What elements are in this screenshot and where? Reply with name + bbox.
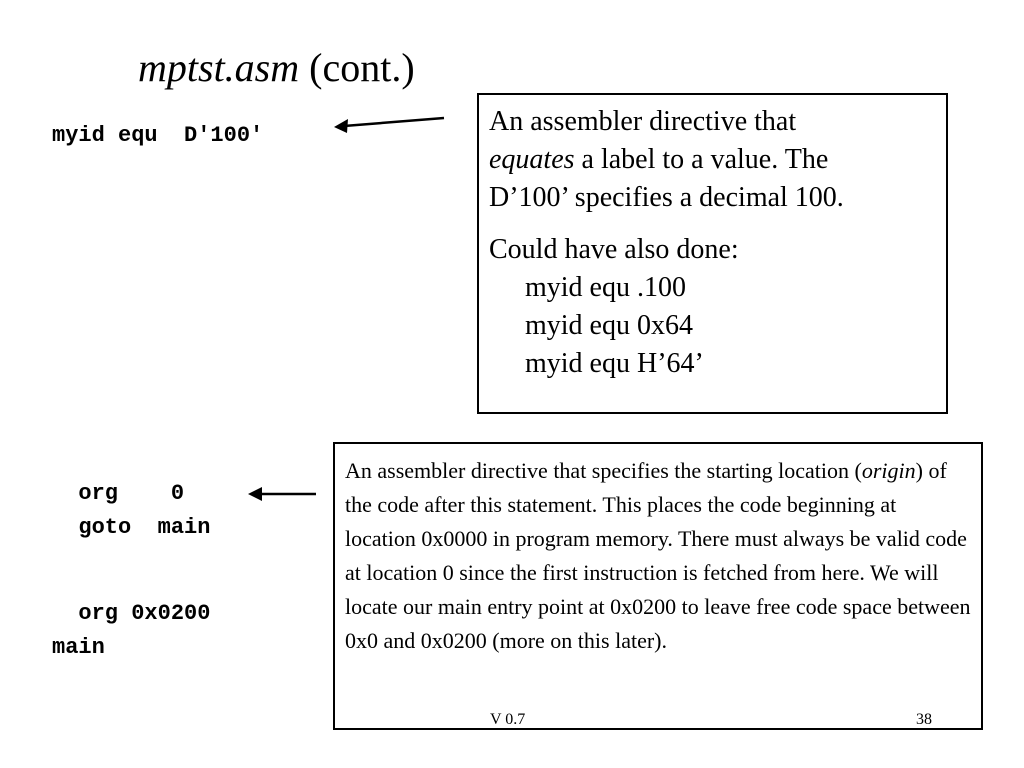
- alt-text-line: Could have also done:: [489, 234, 739, 265]
- slide-title: mptst.asm (cont.): [138, 44, 415, 92]
- code-line-org0200: org 0x0200: [52, 601, 211, 626]
- org-text-part: ) of the code after this statement. This…: [345, 458, 971, 653]
- org-explanation-box: An assembler directive that specifies th…: [333, 442, 983, 730]
- equ-text-line: D’100’ specifies a decimal 100.: [489, 182, 844, 213]
- alt-example-line: myid equ H’64’: [525, 348, 704, 379]
- equates-emphasis: equates: [489, 144, 575, 175]
- equ-text-fragment: a label to a value. The: [574, 144, 829, 175]
- code-line-goto: goto main: [52, 515, 211, 540]
- code-line-myid: myid equ D'100': [52, 123, 264, 148]
- equ-explanation-box: An assembler directive that equates a la…: [477, 93, 948, 414]
- page-number: 38: [916, 711, 932, 728]
- title-suffix: (cont.): [299, 45, 415, 90]
- alt-example-line: myid equ 0x64: [525, 310, 693, 341]
- equ-text-line: equates a label to a value. The: [489, 141, 936, 179]
- alt-example-line: myid equ .100: [525, 272, 686, 303]
- title-filename: mptst.asm: [138, 45, 300, 90]
- code-line-org0: org 0: [52, 481, 185, 506]
- equ-text-line: An assembler directive that: [489, 106, 797, 137]
- code-line-main: main: [52, 635, 105, 660]
- paragraph-gap: [489, 217, 936, 231]
- org-text-part: An assembler directive that specifies th…: [345, 458, 862, 483]
- origin-emphasis: origin: [861, 458, 916, 483]
- version-label: V 0.7: [490, 711, 526, 728]
